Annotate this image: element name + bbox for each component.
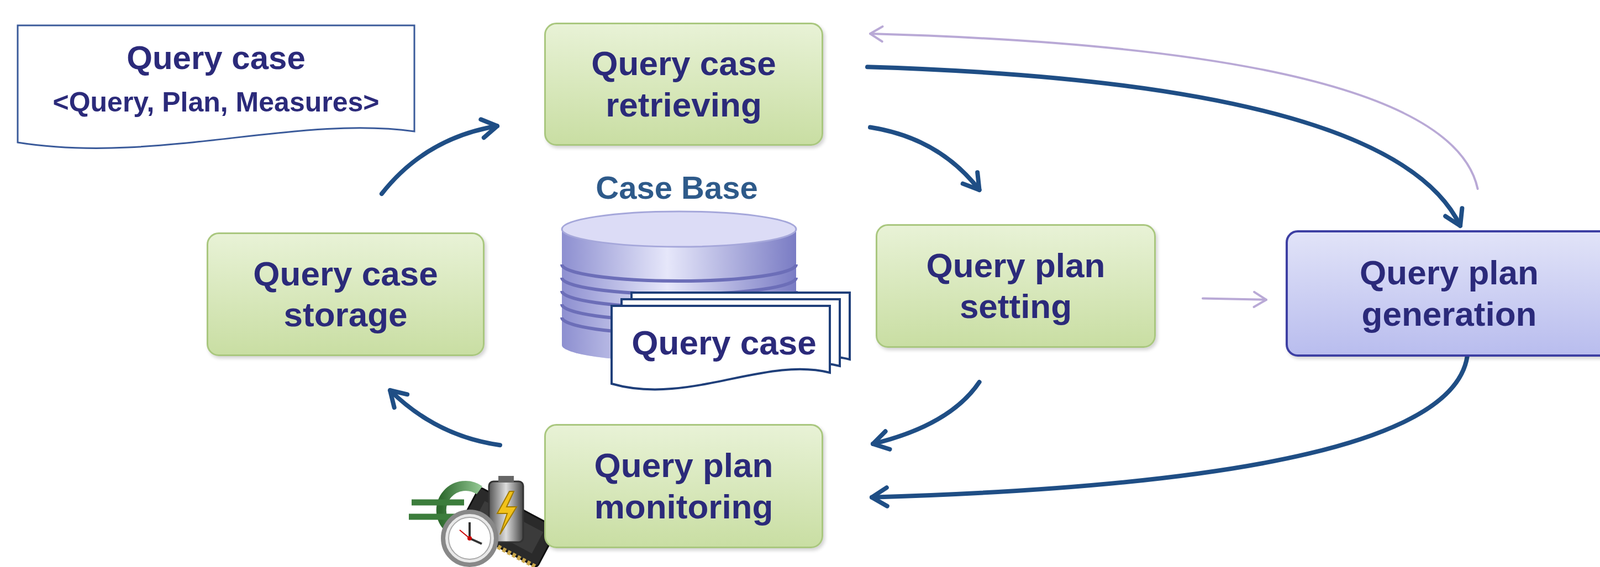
flow-arrow bbox=[381, 119, 498, 194]
flow-arrow bbox=[390, 390, 500, 446]
process-box: Query plan monitoring bbox=[544, 424, 824, 549]
process-box: Query case storage bbox=[206, 232, 485, 357]
node-text: Case Base bbox=[595, 168, 758, 208]
generator-box: Query plan generation bbox=[1285, 230, 1600, 357]
clock-icon bbox=[443, 512, 497, 566]
node-text: Query plan setting bbox=[877, 245, 1155, 328]
node-text: Query plan monitoring bbox=[545, 445, 822, 528]
flow-arrow bbox=[867, 66, 1462, 226]
node-text: Query case bbox=[631, 322, 817, 364]
node-text: Query plan generation bbox=[1287, 252, 1600, 335]
flow-arrow bbox=[870, 127, 980, 191]
flow-arrow bbox=[872, 382, 980, 450]
process-box: Query plan setting bbox=[875, 224, 1156, 349]
stack-node: Query case bbox=[609, 290, 856, 397]
node-text: Query case retrieving bbox=[545, 43, 822, 126]
note-node: Query case <Query, Plan, Measures> bbox=[16, 22, 416, 157]
resource-icons bbox=[408, 476, 558, 567]
process-box: Query case retrieving bbox=[544, 22, 824, 146]
flow-arrow bbox=[1202, 292, 1267, 308]
document-sheet bbox=[611, 306, 830, 390]
node-text: Query case bbox=[126, 38, 306, 78]
flow-arrow bbox=[871, 356, 1468, 507]
node-text: Query case storage bbox=[208, 253, 483, 336]
note-shape bbox=[17, 25, 415, 149]
flow-arrow bbox=[870, 26, 1478, 189]
node-text: <Query, Plan, Measures> bbox=[52, 85, 380, 119]
